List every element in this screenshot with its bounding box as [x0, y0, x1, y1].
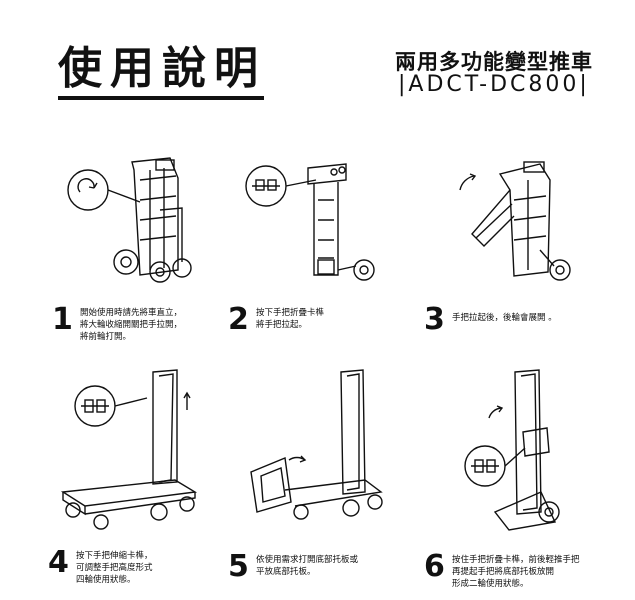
cart-handle-rotate-icon	[440, 150, 580, 290]
cart-two-wheel-mode-icon	[445, 362, 585, 532]
step-number: 5	[228, 549, 249, 584]
step-text: 按下手把伸縮卡榫， 可調整手把高度形式 四輪使用狀態。	[76, 551, 153, 585]
step-number: 3	[424, 302, 445, 337]
step-text: 按下手把折疊卡榫 將手把拉起。	[256, 308, 325, 330]
step-text: 按住手把折疊卡榫，前後輕推手把 再提起手把將底部托板放開 形成二輪使用狀態。	[452, 555, 580, 589]
cart-four-wheel-extend-icon	[55, 362, 205, 532]
cart-upright-handle-release-icon	[60, 150, 205, 290]
cart-base-plate-fold-icon	[245, 362, 385, 532]
product-name: 兩用多功能變型推車	[395, 50, 593, 74]
step-text: 手把拉起後，後輪會展開 。	[452, 313, 557, 323]
model-number: |ADCT-DC800|	[398, 72, 590, 97]
step-text: 開始使用時請先將車直立， 將大輪收縮開關把手拉開， 將前輪打開。	[80, 308, 183, 342]
title-underline	[58, 96, 264, 100]
step-number: 1	[52, 302, 73, 337]
page-title: 使用說明	[58, 43, 266, 94]
cart-handle-lock-detail-icon	[238, 150, 378, 290]
step-number: 6	[424, 549, 445, 584]
step-number: 2	[228, 302, 249, 337]
step-text: 依使用需求打開底部托板或 平放底部托板。	[256, 555, 359, 577]
step-number: 4	[48, 545, 69, 580]
